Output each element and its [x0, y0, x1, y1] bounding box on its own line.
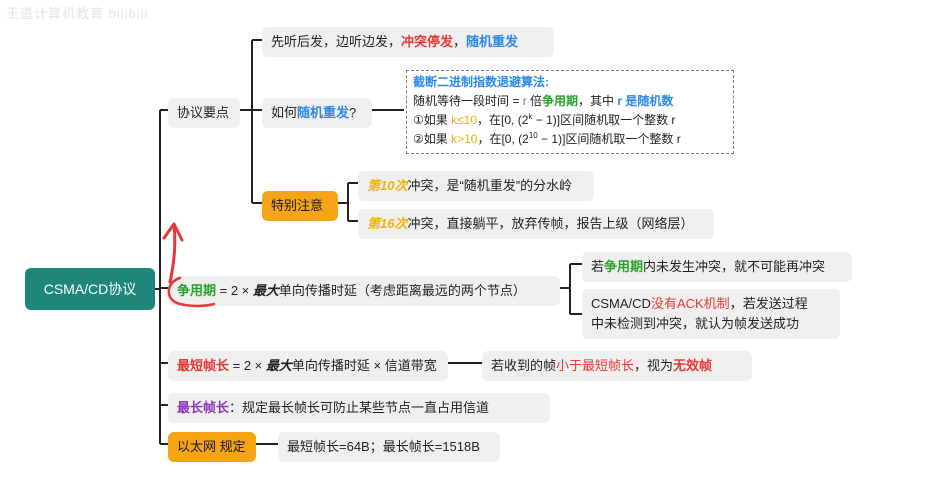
bl1-b: r	[522, 94, 527, 108]
bl1-d: 争用期	[542, 94, 579, 108]
cp-b: = 2 ×	[216, 283, 253, 298]
mf-d: 单向传播时延 × 信道带宽	[291, 358, 437, 373]
bl1-c: 倍	[526, 94, 543, 108]
node-invalid-frame: 若收到的帧小于最短帧长，视为无效帧	[482, 351, 752, 381]
n16-a: 第16次	[367, 216, 408, 231]
n10-b: 冲突，是“随机重发”的分水岭	[407, 178, 573, 193]
bl1-e: ，其中	[578, 94, 618, 108]
how-retry-a: 如何	[271, 105, 298, 120]
bl2-c: ，在[0, (2	[477, 113, 529, 127]
backoff-line-1: 随机等待一段时间 = r 倍争用期，其中 r 是随机数	[413, 92, 727, 111]
node-contention-period: 争用期 = 2 × 最大单向传播时延（考虑距离最远的两个节点）	[168, 276, 560, 306]
nc-c: 内未发生冲突，就不可能再冲突	[643, 259, 826, 274]
bl1-f: r 是随机数	[617, 94, 674, 108]
backoff-title: 截断二进制指数退避算法:	[413, 75, 549, 89]
nc-b: 争用期	[604, 259, 644, 274]
edge-root-trunk	[155, 110, 161, 444]
na-c: ，若发送过程	[729, 296, 808, 311]
if-d: 无效帧	[673, 358, 713, 373]
mf-c: 最大	[265, 358, 292, 373]
bl2-e: − 1)]区间随机取一个整数 r	[532, 113, 676, 127]
nc-a: 若	[591, 259, 605, 274]
pen-loop	[167, 276, 216, 308]
if-c: ，视为	[634, 358, 674, 373]
backoff-line-3: ②如果 k>10，在[0, (210 − 1)]区间随机取一个整数 r	[413, 130, 727, 149]
edge-n1c-children	[338, 182, 358, 222]
root-node: CSMA/CD协议	[25, 268, 155, 310]
node-10th-collision: 第10次冲突，是“随机重发”的分水岭	[358, 171, 594, 201]
node-protocol-points-label: 协议要点	[177, 105, 230, 120]
cp-a: 争用期	[177, 283, 217, 298]
cp-c: 最大	[252, 283, 279, 298]
na-b: 没有ACK机制	[650, 296, 730, 311]
listen-text-stop: 冲突停发	[401, 34, 454, 49]
node-min-frame: 最短帧长 = 2 × 最大单向传播时延 × 信道带宽	[168, 351, 448, 381]
bl3-c: ，在[0, (2	[477, 132, 529, 146]
how-retry-c: ?	[349, 105, 357, 120]
pen-annotation	[162, 222, 216, 308]
mf-a: 最短帧长	[177, 358, 230, 373]
cp-d: 单向传播时延（考虑距离最远的两个节点）	[278, 283, 526, 298]
watermark: 王道计算机教育 bilibili	[6, 6, 149, 21]
listen-text-retry: 随机重发	[466, 34, 519, 49]
how-retry-b: 随机重发	[297, 105, 350, 120]
node-how-retry: 如何随机重发?	[262, 98, 372, 128]
node-ethernet-rules: 以太网 规定	[168, 432, 256, 462]
if-b: 小于最短帧长	[556, 358, 635, 373]
backoff-algorithm-box: 截断二进制指数退避算法: 随机等待一段时间 = r 倍争用期，其中 r 是随机数…	[406, 70, 734, 154]
n16-b: 冲突，直接躺平，放弃传帧，报告上级（网络层）	[407, 216, 694, 231]
edge-n1-children	[240, 39, 262, 204]
bl3-d: 10	[528, 131, 538, 140]
na-a: CSMA/CD	[591, 296, 651, 311]
xf-a: 最长帧长	[177, 400, 230, 415]
node-special-note-label: 特别注意	[271, 198, 324, 213]
node-no-collision: 若争用期内未发生冲突，就不可能再冲突	[582, 252, 852, 282]
n10-a: 第10次	[367, 178, 408, 193]
na-d: 中未检测到冲突，就认为帧发送成功	[591, 316, 800, 331]
mf-b: = 2 ×	[229, 358, 266, 373]
bl3-e: − 1)]区间随机取一个整数 r	[537, 132, 681, 146]
bl2-d: k	[528, 112, 533, 121]
node-no-ack: CSMA/CD没有ACK机制，若发送过程 中未检测到冲突，就认为帧发送成功	[582, 289, 840, 339]
node-special-note: 特别注意	[262, 191, 338, 221]
pen-arrow-stroke	[168, 224, 177, 284]
node-protocol-points: 协议要点	[168, 98, 240, 128]
node-ethernet-values: 最短帧长=64B；最长帧长=1518B	[278, 432, 500, 462]
listen-text-comma: ，	[453, 34, 467, 49]
edge-n2-children	[560, 263, 582, 315]
ethernet-values-text: 最短帧长=64B；最长帧长=1518B	[287, 439, 480, 454]
backoff-line-2: ①如果 k≤10，在[0, (2k − 1)]区间随机取一个整数 r	[413, 111, 727, 130]
bl3-b: k>10	[451, 132, 478, 146]
bl2-b: k≤10	[451, 113, 478, 127]
bl3-a: ②如果	[413, 132, 452, 146]
if-a: 若收到的帧	[491, 358, 557, 373]
node-listen-rules: 先听后发，边听边发，冲突停发，随机重发	[262, 27, 554, 57]
xf-b: ：规定最长帧长可防止某些节点一直占用信道	[229, 400, 490, 415]
bl1-a: 随机等待一段时间 =	[413, 94, 523, 108]
listen-text-a: 先听后发，边听边发，	[271, 34, 402, 49]
bl2-a: ①如果	[413, 113, 452, 127]
node-ethernet-rules-label: 以太网 规定	[177, 439, 246, 454]
node-16th-collision: 第16次冲突，直接躺平，放弃传帧，报告上级（网络层）	[358, 209, 714, 239]
node-max-frame: 最长帧长：规定最长帧长可防止某些节点一直占用信道	[168, 393, 550, 423]
pen-arrow-head	[162, 222, 184, 242]
